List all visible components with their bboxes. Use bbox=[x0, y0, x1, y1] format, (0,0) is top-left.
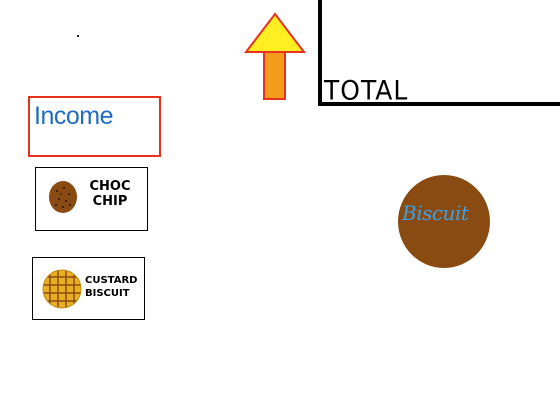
shop-item-label: CHOC CHIP bbox=[82, 179, 138, 210]
total-panel bbox=[318, 0, 560, 106]
custard-biscuit-icon bbox=[42, 269, 82, 309]
shop-item-label-line2: CHIP bbox=[92, 193, 128, 209]
shop-item-label-line1: CHOC bbox=[89, 179, 131, 194]
shop-item-label-line1: CUSTARD bbox=[85, 275, 138, 286]
biscuit-label: Biscuit bbox=[402, 201, 469, 225]
arrow-head bbox=[244, 12, 306, 53]
shop-item-choc-chip[interactable]: CHOC CHIP bbox=[35, 167, 148, 231]
shop-item-custard-biscuit[interactable]: CUSTARD BISCUIT bbox=[32, 257, 145, 320]
up-arrow-icon[interactable] bbox=[244, 12, 306, 102]
choc-chip-cookie-icon bbox=[49, 181, 77, 213]
income-label: Income bbox=[34, 102, 113, 130]
total-label: TOTAL bbox=[324, 75, 409, 106]
shop-item-label-line2: BISCUIT bbox=[85, 287, 130, 299]
arrow-shaft bbox=[263, 51, 286, 100]
biscuit-clicker-button[interactable]: Biscuit bbox=[398, 175, 490, 268]
shop-item-label: CUSTARD BISCUIT bbox=[85, 275, 137, 300]
stray-dot bbox=[77, 35, 79, 37]
income-box: Income bbox=[28, 96, 161, 157]
